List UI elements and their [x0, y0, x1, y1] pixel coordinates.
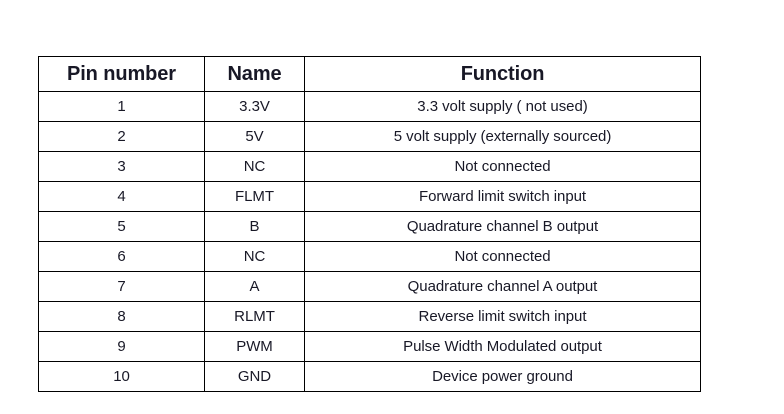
cell-name: B — [204, 211, 305, 242]
cell-name: A — [204, 271, 305, 302]
cell-function: Quadrature channel A output — [304, 271, 701, 302]
cell-name: NC — [204, 241, 305, 272]
cell-pin: 6 — [38, 241, 205, 272]
cell-function: Not connected — [304, 151, 701, 182]
cell-pin: 4 — [38, 181, 205, 212]
cell-function: Not connected — [304, 241, 701, 272]
cell-function: Reverse limit switch input — [304, 301, 701, 332]
cell-function: Device power ground — [304, 361, 701, 392]
cell-pin: 3 — [38, 151, 205, 182]
table-header: Pin number Name Function — [38, 56, 701, 92]
cell-name: 5V — [204, 121, 305, 152]
cell-function: Pulse Width Modulated output — [304, 331, 701, 362]
cell-pin: 1 — [38, 91, 205, 122]
column-header-name: Name — [204, 56, 305, 92]
cell-name: RLMT — [204, 301, 305, 332]
cell-name: PWM — [204, 331, 305, 362]
cell-function: Forward limit switch input — [304, 181, 701, 212]
cell-pin: 10 — [38, 361, 205, 392]
cell-function: Quadrature channel B output — [304, 211, 701, 242]
cell-pin: 2 — [38, 121, 205, 152]
cell-pin: 5 — [38, 211, 205, 242]
cell-name: FLMT — [204, 181, 305, 212]
cell-pin: 7 — [38, 271, 205, 302]
cell-pin: 9 — [38, 331, 205, 362]
cell-function: 5 volt supply (externally sourced) — [304, 121, 701, 152]
table-header-row: Pin number Name Function — [38, 56, 701, 92]
cell-name: NC — [204, 151, 305, 182]
cell-pin: 8 — [38, 301, 205, 332]
cell-function: 3.3 volt supply ( not used) — [304, 91, 701, 122]
cell-name: 3.3V — [204, 91, 305, 122]
column-header-pin-number: Pin number — [38, 56, 205, 92]
cell-name: GND — [204, 361, 305, 392]
column-header-function: Function — [304, 56, 701, 92]
